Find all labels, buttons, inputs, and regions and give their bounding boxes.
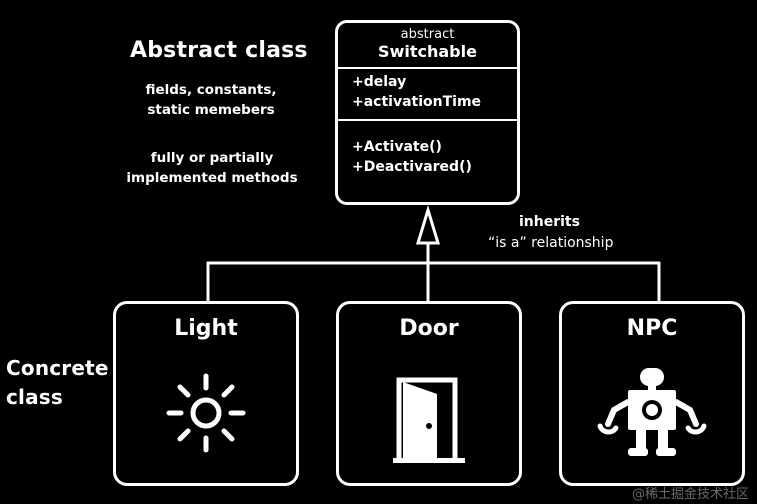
- uml-field: +activationTime: [352, 94, 482, 110]
- abstract-class-heading: Abstract class: [130, 38, 308, 63]
- concrete-heading-line-2: class: [6, 385, 64, 409]
- fields-note-line-1: fields, constants,: [145, 82, 277, 98]
- uml-class-box-switchable: abstract Switchable +delay +activationTi…: [335, 20, 520, 205]
- methods-note-line-2: implemented methods: [126, 170, 298, 186]
- sun-icon: [166, 373, 246, 453]
- is-a-relationship-label: “is a” relationship: [488, 235, 614, 251]
- methods-note-line-1: fully or partially: [150, 150, 274, 166]
- concrete-class-card-light: Light: [113, 301, 299, 486]
- concrete-class-heading: Concrete class: [6, 354, 109, 412]
- inherits-label: inherits: [519, 214, 580, 230]
- fields-note-line-2: static memebers: [147, 102, 275, 118]
- methods-note: fully or partially implemented methods: [124, 148, 300, 188]
- concrete-class-card-door: Door: [336, 301, 522, 486]
- uml-methods-section: +Activate() +Deactivared(): [338, 121, 517, 177]
- uml-class-header: abstract Switchable: [338, 23, 517, 69]
- card-title-light: Light: [174, 316, 238, 341]
- card-title-npc: NPC: [626, 316, 678, 341]
- uml-stereotype: abstract: [400, 27, 455, 42]
- card-title-door: Door: [399, 316, 459, 341]
- uml-class-name: Switchable: [378, 42, 477, 61]
- open-door-icon: [393, 377, 465, 463]
- uml-method: +Deactivared(): [352, 159, 472, 175]
- concrete-class-card-npc: NPC: [559, 301, 745, 486]
- concrete-heading-line-1: Concrete: [6, 356, 109, 380]
- watermark: @稀土掘金技术社区: [631, 487, 749, 502]
- uml-fields-section: +delay +activationTime: [338, 69, 517, 121]
- fields-note: fields, constants, static memebers: [130, 80, 292, 120]
- inheritance-arrowhead: [415, 204, 441, 245]
- uml-method: +Activate(): [352, 139, 442, 155]
- robot-icon: [597, 368, 707, 456]
- uml-field: +delay: [352, 74, 407, 90]
